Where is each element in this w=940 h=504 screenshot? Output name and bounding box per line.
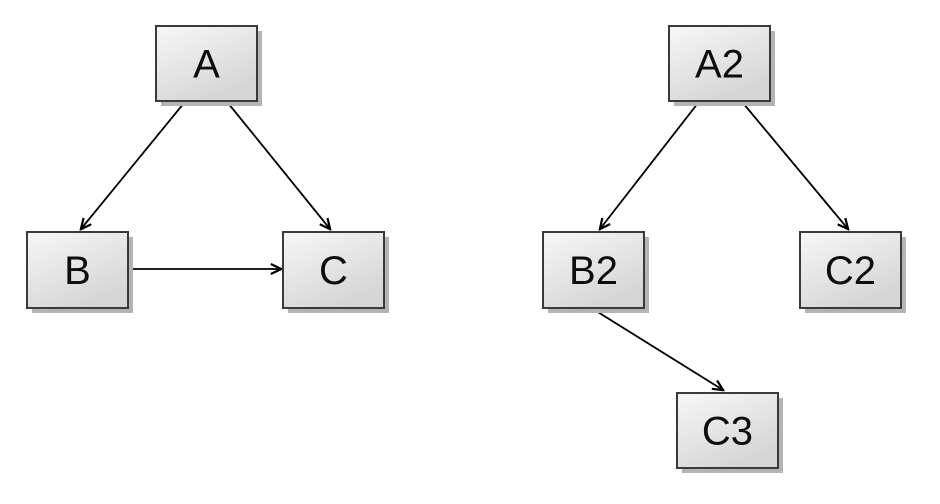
edge-A-B (81, 102, 185, 229)
edge-B2-C3 (592, 308, 723, 390)
node-A2-box (668, 25, 771, 102)
node-C2: C2 (799, 231, 906, 313)
node-B2-box (542, 231, 645, 309)
node-C2-box (799, 231, 902, 309)
node-C3-box (676, 392, 779, 469)
node-A2: A2 (668, 25, 775, 106)
node-B: B (26, 231, 133, 313)
node-B2: B2 (542, 231, 649, 313)
node-C-box (282, 231, 385, 309)
node-C-label: C (319, 249, 348, 293)
node-A-label: A (193, 43, 220, 87)
node-B-box (26, 231, 129, 309)
node-C2-label: C2 (825, 249, 876, 293)
edge-A2-C2 (742, 102, 848, 229)
edge-A-C (227, 102, 330, 229)
node-A: A (155, 25, 262, 106)
node-C3: C3 (676, 392, 783, 473)
node-C3-label: C3 (702, 410, 753, 454)
left-graph: A B C (26, 25, 389, 313)
node-C: C (282, 231, 389, 313)
edge-A2-B2 (600, 102, 699, 229)
node-A2-label: A2 (695, 43, 744, 87)
node-A-box (155, 25, 258, 102)
node-B-label: B (64, 249, 91, 293)
node-B2-label: B2 (569, 249, 618, 293)
